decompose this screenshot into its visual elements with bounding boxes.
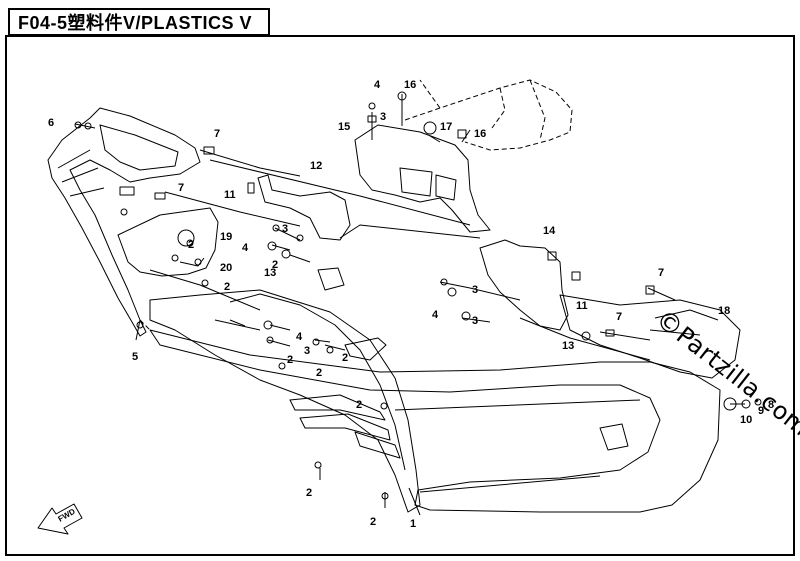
- rear-frame-context: [404, 79, 573, 151]
- callout-19: 19: [220, 231, 232, 243]
- callout-7: 7: [214, 128, 220, 140]
- leader-lines: [74, 94, 745, 516]
- callout-labels: 1 2 2 2 2 2 2 2 2 2 3 3 3 3 3 4 4 4 4 5 …: [48, 79, 774, 530]
- callout-3: 3: [380, 111, 386, 123]
- cowl-louver: [299, 413, 391, 441]
- callout-7: 7: [178, 182, 184, 194]
- cowl-louver: [354, 431, 401, 459]
- callout-5: 5: [132, 351, 138, 363]
- callout-1: 1: [410, 518, 416, 530]
- left-side-panel: [47, 107, 201, 337]
- clip-13-bracket: [317, 267, 345, 291]
- fwd-arrow-label: FWD: [57, 507, 77, 524]
- bracket-14: [479, 239, 569, 331]
- callout-2: 2: [188, 239, 194, 251]
- callout-11: 11: [224, 189, 236, 201]
- fascia-clip: [599, 423, 629, 451]
- cowl-louver: [289, 394, 386, 421]
- callout-4: 4: [296, 331, 303, 343]
- callout-12: 12: [310, 160, 322, 172]
- callout-17: 17: [440, 121, 452, 133]
- callout-18: 18: [718, 305, 730, 317]
- callout-2: 2: [224, 281, 230, 293]
- callout-6: 6: [48, 117, 54, 129]
- fwd-arrow-icon: [37, 503, 83, 535]
- callout-2: 2: [272, 259, 278, 271]
- callout-13: 13: [562, 340, 574, 352]
- callout-2: 2: [356, 399, 362, 411]
- callout-16: 16: [474, 128, 486, 140]
- page-title: F04-5塑料件V/PLASTICS V: [8, 8, 270, 36]
- callout-2: 2: [316, 367, 322, 379]
- cowl-inner-edge: [229, 293, 406, 471]
- front-lower-cowl: [149, 289, 421, 513]
- callout-10: 10: [740, 414, 752, 426]
- center-panel-openings: [399, 167, 457, 201]
- callout-2: 2: [342, 352, 348, 364]
- center-panel-15: [354, 124, 491, 233]
- callout-3: 3: [472, 315, 478, 327]
- fasteners: [74, 91, 762, 500]
- callout-2: 2: [370, 516, 376, 528]
- callout-3: 3: [472, 284, 478, 296]
- callout-15: 15: [338, 121, 350, 133]
- left-panel-vent: [99, 124, 179, 171]
- callout-4: 4: [242, 242, 249, 254]
- callout-8: 8: [768, 399, 774, 411]
- callout-11: 11: [576, 300, 588, 312]
- bracket-12: [257, 174, 351, 241]
- drawing-border: [5, 35, 795, 556]
- callout-9: 9: [758, 405, 764, 417]
- callout-2: 2: [287, 354, 293, 366]
- callout-7: 7: [616, 311, 622, 323]
- callout-20: 20: [220, 262, 232, 274]
- fascia-edges: [394, 399, 641, 493]
- callout-14: 14: [543, 225, 556, 237]
- left-panel-ridges: [57, 149, 105, 197]
- callout-3: 3: [282, 223, 288, 235]
- callout-2: 2: [306, 487, 312, 499]
- callout-16: 16: [404, 79, 416, 91]
- callout-4: 4: [432, 309, 439, 321]
- callout-13: 13: [264, 267, 276, 279]
- callout-7: 7: [658, 267, 664, 279]
- mount-tab: [344, 337, 387, 361]
- callout-3: 3: [304, 345, 310, 357]
- front-fascia: [149, 329, 721, 513]
- bracket-19: [117, 207, 219, 277]
- callout-4: 4: [374, 79, 381, 91]
- right-rear-panel: [559, 294, 741, 379]
